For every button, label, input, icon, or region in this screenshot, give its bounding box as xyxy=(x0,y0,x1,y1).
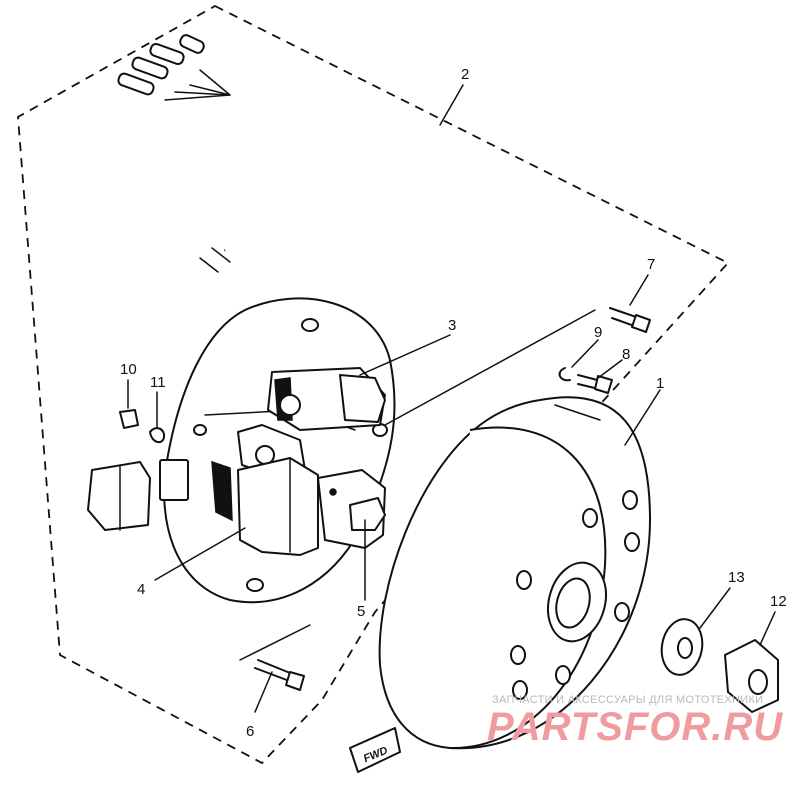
label-8: 8 xyxy=(622,346,630,363)
lock-washer-9 xyxy=(558,367,571,382)
screw-10 xyxy=(119,409,139,429)
screw-6 xyxy=(254,659,305,691)
watermark-tagline: ЗАПЧАСТИ И АКСЕССУАРЫ ДЛЯ МОТОТЕХНИКИ xyxy=(492,694,763,706)
label-13: 13 xyxy=(728,569,745,586)
label-9: 9 xyxy=(594,324,602,341)
wire-harness xyxy=(60,34,327,531)
assembly-group-outline xyxy=(17,4,730,765)
label-3: 3 xyxy=(448,317,456,334)
label-4: 4 xyxy=(137,581,145,598)
bolt-7 xyxy=(609,307,651,333)
watermark-brand: PARTSFOR.RU xyxy=(487,705,783,749)
lighting-coil-assembly xyxy=(211,424,319,556)
label-5: 5 xyxy=(357,603,365,620)
plain-washer-13 xyxy=(660,618,704,676)
label-10: 10 xyxy=(120,361,137,378)
label-11: 11 xyxy=(150,374,166,391)
fwd-direction-mark: FWD xyxy=(349,727,401,773)
label-1: 1 xyxy=(656,375,664,392)
pulser-coil-assembly xyxy=(317,469,386,549)
label-12: 12 xyxy=(770,593,787,610)
label-2: 2 xyxy=(461,66,469,83)
bolt-8 xyxy=(577,374,613,394)
leader-lines xyxy=(127,84,776,713)
flange-nut-12 xyxy=(724,639,779,713)
label-6: 6 xyxy=(246,723,254,740)
source-coil-assembly xyxy=(267,367,386,431)
flywheel-rotor xyxy=(378,396,651,750)
washer-11 xyxy=(149,427,166,444)
label-7: 7 xyxy=(647,256,655,273)
